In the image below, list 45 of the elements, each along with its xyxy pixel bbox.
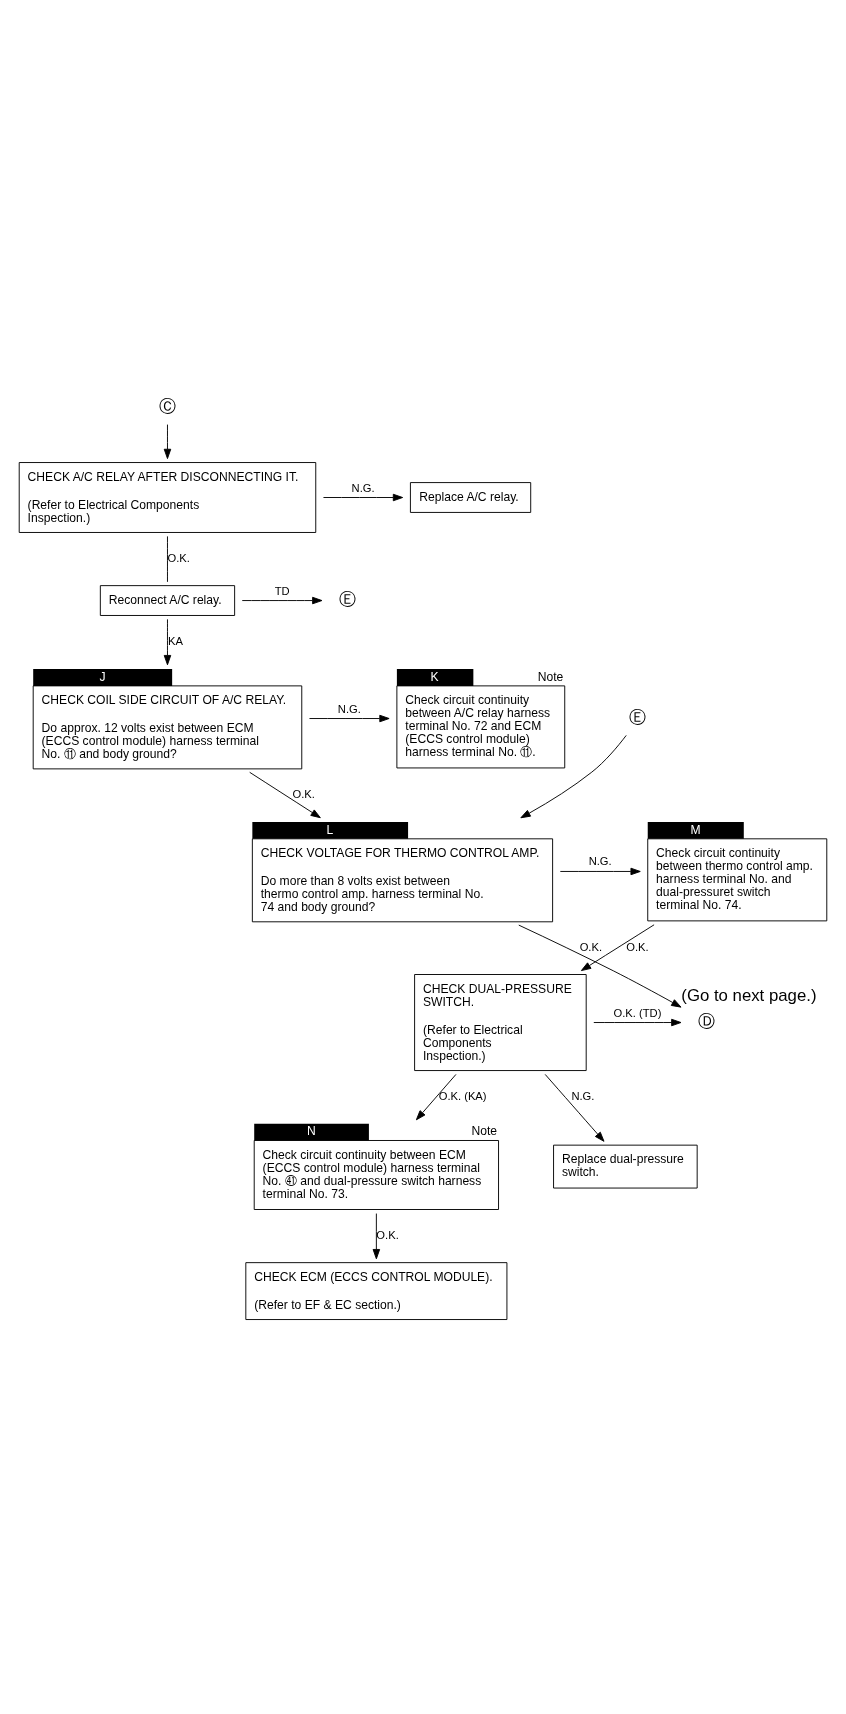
node-label: Note <box>471 1124 498 1139</box>
node-box: CHECK DUAL-PRESSURE SWITCH. (Refer to Electrical Components Inspection.) <box>414 974 587 1071</box>
node-box: CHECK ECM (ECCS CONTROL MODULE). (Refer to EF & EC section.) <box>245 1262 508 1320</box>
arrow <box>241 596 323 605</box>
node-label: J <box>99 669 106 684</box>
edge-label: O.K. (KA) <box>438 1090 487 1103</box>
arrow <box>323 493 404 502</box>
edge-label: O.K. <box>579 940 603 953</box>
connector <box>167 535 168 583</box>
node-label: M <box>690 822 701 837</box>
node-text: Ⓒ <box>158 396 176 416</box>
arrow <box>559 867 641 876</box>
arrow <box>249 771 321 819</box>
arrow <box>580 924 655 972</box>
edge-label: O.K. <box>167 551 190 564</box>
arrow <box>309 714 390 723</box>
edge-label: N.G. <box>588 855 612 868</box>
arrow <box>372 1213 381 1260</box>
arrow <box>520 734 627 819</box>
arrow <box>163 424 172 460</box>
node-text: Ⓓ <box>697 1011 715 1031</box>
edge-label: N.G. <box>337 702 361 715</box>
edge-label: KA <box>167 634 183 647</box>
arrow <box>544 1073 605 1142</box>
node-label: L <box>326 822 334 837</box>
edge-label: O.K. <box>626 940 649 953</box>
node-label: Note <box>537 669 564 684</box>
edge-label: N.G. <box>351 481 375 494</box>
node-box: Replace A/C relay. <box>409 482 532 513</box>
node-text: Ⓔ <box>628 707 646 727</box>
edge-label: O.K. (TD) <box>613 1006 662 1019</box>
node-label: N <box>306 1124 316 1139</box>
arrow <box>163 618 172 666</box>
arrow <box>518 924 682 1008</box>
arrow <box>593 1018 682 1027</box>
node-box: Replace dual-pressure switch. <box>553 1144 698 1189</box>
node-box: Reconnect A/C relay. <box>99 585 236 616</box>
node-label: (Go to next page.) <box>681 985 817 1005</box>
node-text: Ⓔ <box>338 589 356 609</box>
node-box: CHECK A/C RELAY AFTER DISCONNECTING IT. (Refer to Electrical Components Inspection.) <box>18 462 317 533</box>
edge-label: O.K. <box>292 787 315 800</box>
edge-label: TD <box>274 584 290 597</box>
arrow <box>415 1073 457 1121</box>
node-label: K <box>430 669 439 684</box>
edge-label: N.G. <box>571 1090 595 1103</box>
